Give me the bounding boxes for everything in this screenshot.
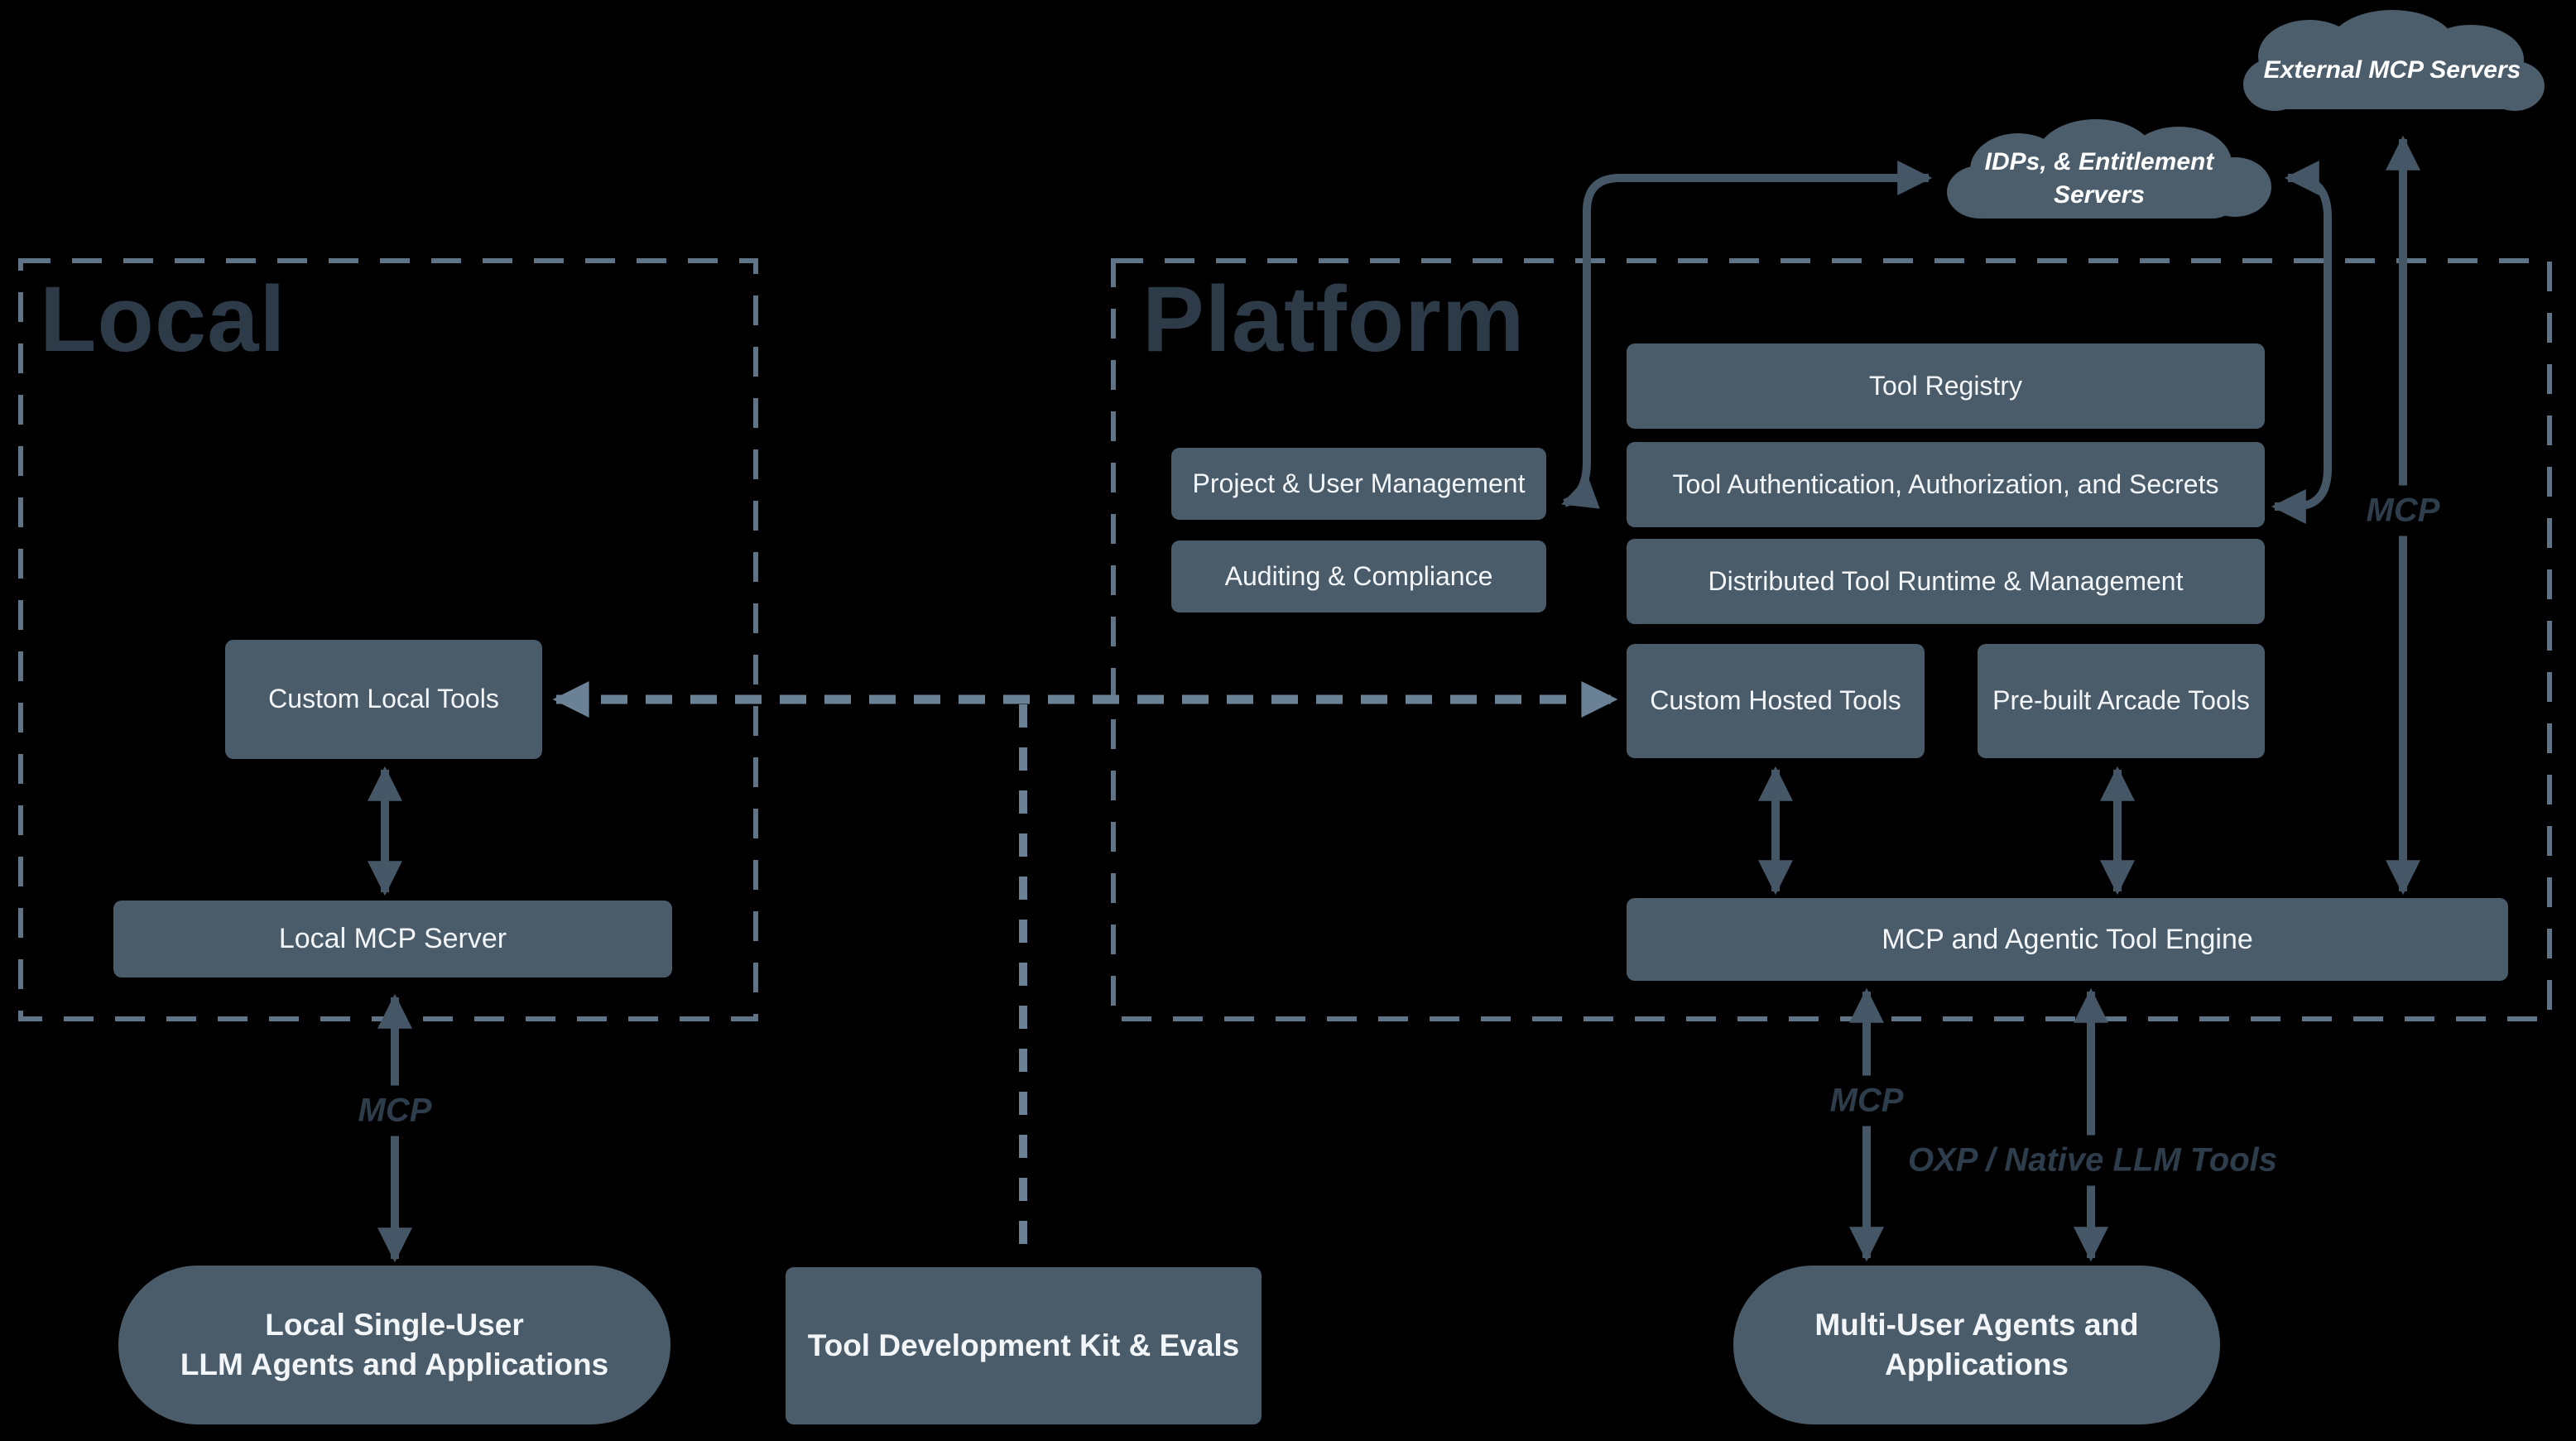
- platform-region-title: Platform: [1142, 267, 1526, 371]
- platform-region-border: [1111, 258, 2552, 1021]
- node-local-agents: Local Single-User LLM Agents and Applica…: [118, 1266, 670, 1424]
- edge-label-oxp: OXP / Native LLM Tools: [1895, 1135, 2290, 1186]
- node-prebuilt-arcade-tools: Pre-built Arcade Tools: [1978, 644, 2265, 758]
- node-custom-local-tools: Custom Local Tools: [225, 640, 542, 759]
- node-auditing-compliance: Auditing & Compliance: [1171, 540, 1546, 612]
- node-tool-registry: Tool Registry: [1627, 343, 2265, 429]
- edge-projectmgmt-idpcloud: [1561, 161, 1933, 509]
- edge-label-mcp-platform: MCP: [1816, 1075, 1917, 1126]
- edge-label-mcp-external: MCP: [2353, 485, 2453, 536]
- node-tool-development-kit: Tool Development Kit & Evals: [786, 1267, 1262, 1424]
- edge-toolauth-idpcloud: [2271, 161, 2332, 524]
- idp-cloud-shape: [1947, 119, 2271, 219]
- node-multi-user-agents: Multi-User Agents and Applications: [1733, 1266, 2220, 1424]
- node-local-mcp-server: Local MCP Server: [113, 901, 672, 977]
- node-tool-auth: Tool Authentication, Authorization, and …: [1627, 442, 2265, 527]
- local-region-title: Local: [40, 267, 286, 371]
- node-mcp-engine: MCP and Agentic Tool Engine: [1627, 898, 2508, 981]
- external-mcp-cloud-shape: [2243, 10, 2545, 111]
- external-mcp-cloud-label: External MCP Servers: [2263, 55, 2521, 84]
- edge-label-mcp-local: MCP: [344, 1085, 445, 1136]
- node-custom-hosted-tools: Custom Hosted Tools: [1627, 644, 1925, 758]
- idp-cloud-label: IDPs, & Entitlement Servers: [1984, 147, 2214, 209]
- node-project-user-mgmt: Project & User Management: [1171, 448, 1546, 520]
- node-distributed-runtime: Distributed Tool Runtime & Management: [1627, 539, 2265, 624]
